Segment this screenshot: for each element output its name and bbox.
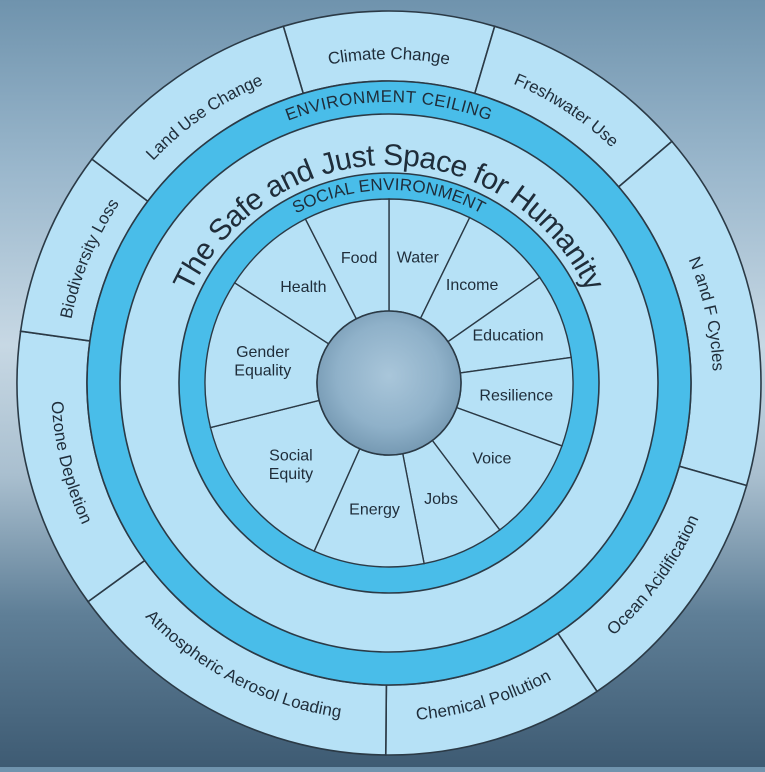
social-label-health: Health xyxy=(280,279,326,296)
social-label-voice: Voice xyxy=(472,450,511,467)
social-label-energy: Energy xyxy=(349,501,400,518)
social-foundation-wheel: WaterIncomeEducationResilienceVoiceJobsE… xyxy=(204,198,574,568)
social-label-food: Food xyxy=(341,250,377,267)
social-label-education: Education xyxy=(473,327,544,344)
social-label-water: Water xyxy=(397,249,440,266)
social-label-resilience: Resilience xyxy=(479,388,553,405)
social-label-income: Income xyxy=(446,277,499,294)
social-label-jobs: Jobs xyxy=(424,491,458,508)
center-hub xyxy=(316,310,462,456)
